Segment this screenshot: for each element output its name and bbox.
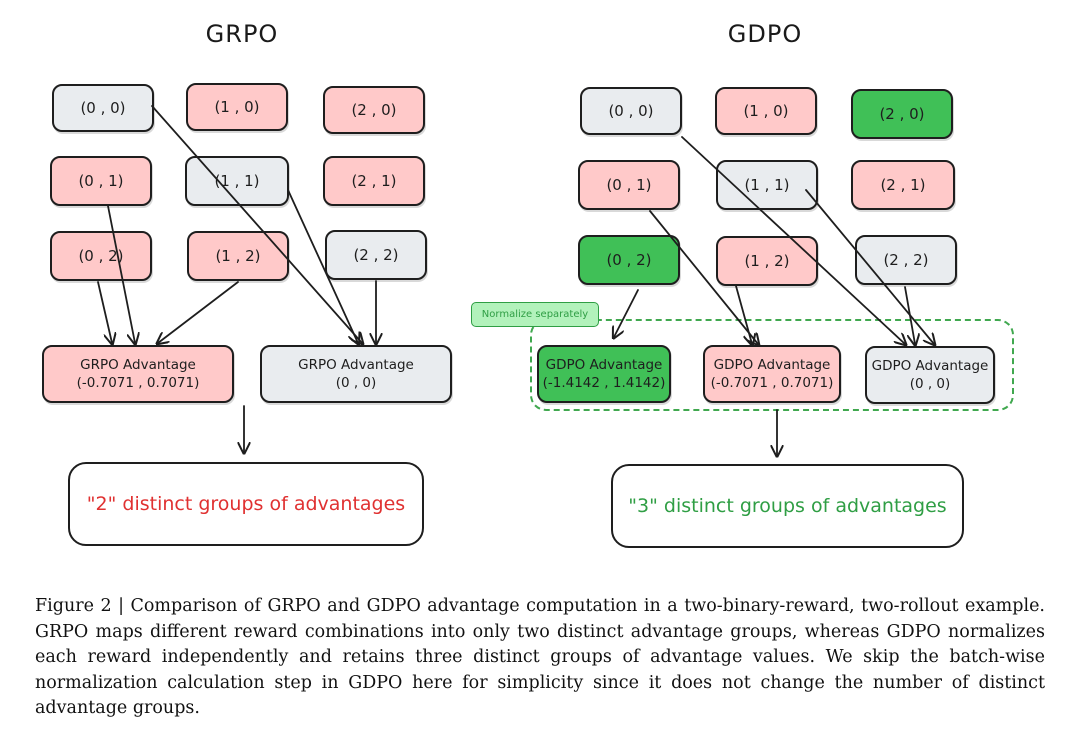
arrow-gdpo-12-to-adv2 [735,285,752,344]
gdpo-node-1-2: (1 , 2) [716,236,818,286]
gdpo-node-2-1: (2 , 1) [851,160,955,210]
gdpo-node-2-2: (2 , 2) [855,235,957,285]
gdpo-node-0-2: (0 , 2) [578,235,680,285]
gdpo-advantage-3-value: (0 , 0) [909,376,951,392]
grpo-node-2-0: (2 , 0) [323,86,425,134]
grpo-advantage-1-value: (-0.7071 , 0.7071) [76,375,200,391]
arrow-grpo-00-to-adv2 [151,105,362,343]
gdpo-summary-box: "3" distinct groups of advantages [611,464,964,548]
gdpo-advantage-2-title: GDPO Advantage [713,357,831,373]
gdpo-advantage-1-title: GDPO Advantage [545,357,663,373]
gdpo-advantage-2-value: (-0.7071 , 0.7071) [710,375,834,391]
grpo-advantage-2-title: GRPO Advantage [298,357,414,373]
gdpo-node-1-0: (1 , 0) [715,87,817,135]
gdpo-advantage-box-2: GDPO Advantage (-0.7071 , 0.7071) [703,345,841,403]
figure-caption: Figure 2 | Comparison of GRPO and GDPO a… [35,596,1045,718]
arrow-gdpo-02-to-adv1 [614,289,639,337]
gdpo-advantage-box-1: GDPO Advantage (-1.4142 , 1.4142) [537,345,671,403]
gdpo-title: GDPO [727,20,803,48]
arrow-grpo-11-to-adv2 [287,189,358,343]
grpo-title: GRPO [205,20,279,48]
arrow-gdpo-11-to-adv3 [805,189,934,344]
grpo-node-0-0: (0 , 0) [52,84,154,132]
grpo-advantage-1-title: GRPO Advantage [80,357,196,373]
grpo-node-2-1: (2 , 1) [323,156,425,206]
gdpo-node-2-0: (2 , 0) [851,89,953,139]
grpo-node-1-2: (1 , 2) [187,231,289,281]
normalize-separately-label: Normalize separately [471,302,599,327]
grpo-summary-box: "2" distinct groups of advantages [68,462,424,546]
gdpo-advantage-3-title: GDPO Advantage [871,358,989,374]
arrow-gdpo-01-to-adv2 [649,210,758,344]
gdpo-node-0-1: (0 , 1) [578,160,680,210]
grpo-node-0-2: (0 , 2) [50,231,152,281]
grpo-advantage-2-value: (0 , 0) [335,375,377,391]
gdpo-advantage-1-value: (-1.4142 , 1.4142) [542,375,666,391]
grpo-advantage-box-2: GRPO Advantage (0 , 0) [260,345,452,403]
arrow-grpo-01-to-adv1 [107,205,135,343]
normalize-group-outline [530,319,1014,411]
arrow-gdpo-22-to-adv3 [904,286,915,344]
grpo-node-1-1: (1 , 1) [185,156,289,206]
arrow-gdpo-00-to-adv3 [681,136,905,344]
grpo-node-2-2: (2 , 2) [325,230,427,280]
arrow-grpo-02-to-adv1 [97,281,112,343]
arrow-grpo-12-to-adv1 [158,281,239,343]
grpo-node-1-0: (1 , 0) [186,83,288,131]
gdpo-node-0-0: (0 , 0) [580,87,682,135]
grpo-node-0-1: (0 , 1) [50,156,152,206]
